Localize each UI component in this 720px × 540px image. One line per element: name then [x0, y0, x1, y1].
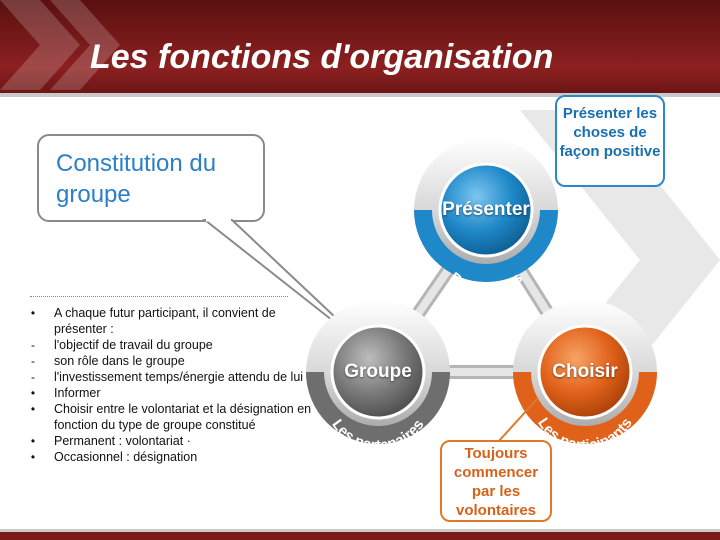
list-item-text: A chaque futur participant, il convient … — [54, 306, 276, 336]
page-title: Les fonctions d'organisation — [90, 38, 554, 76]
orange-note-pointer — [497, 397, 539, 443]
header-band — [0, 0, 720, 96]
note-box-orange — [440, 440, 552, 522]
bullet-list: • A chaque futur participant, il convient… — [22, 305, 312, 465]
dotted-divider — [30, 296, 288, 297]
list-item: • Choisir entre le volontariat et la dési… — [22, 401, 312, 433]
list-item: • Occasionnel : désignation — [22, 449, 312, 465]
list-item-text: Occasionnel : désignation — [54, 450, 198, 464]
header-chevron-decoration — [0, 0, 120, 90]
triangle-connectors — [371, 208, 592, 379]
note-text-blue: Présenter les choses de façon positive — [559, 105, 661, 160]
bullet-marker: • — [30, 434, 36, 448]
list-item: • A chaque futur participant, il convient… — [22, 305, 312, 337]
list-item: • Informer — [22, 385, 312, 401]
dash-marker: - — [31, 354, 35, 368]
list-item: - l'objectif de travail du groupe — [22, 337, 312, 353]
node-label-presenter: Présenter — [442, 199, 530, 220]
callout-box — [37, 134, 265, 222]
list-item-text: son rôle dans le groupe — [54, 354, 185, 368]
bullet-marker: • — [30, 386, 36, 400]
dash-marker: - — [31, 338, 35, 352]
list-item: - son rôle dans le groupe — [22, 353, 312, 369]
node-groupe — [306, 300, 450, 444]
bullet-marker: • — [30, 306, 36, 320]
note-text-orange: Toujours commencer par les volontaires — [453, 445, 539, 519]
header-divider — [0, 93, 720, 97]
callout-text: Constitution du groupe — [56, 150, 217, 208]
list-item-text: Informer — [54, 386, 101, 400]
dash-marker: - — [31, 370, 35, 384]
list-item-text: Choisir entre le volontariat et la désig… — [54, 402, 312, 432]
list-item: • Permanent : volontariat · — [22, 433, 312, 449]
list-item-text: Permanent : volontariat · — [54, 434, 191, 448]
footer-divider — [0, 529, 720, 532]
bullet-marker: • — [30, 450, 36, 464]
node-label-choisir: Choisir — [552, 361, 618, 382]
footer-band — [0, 532, 720, 540]
list-item: - l'investissement temps/énergie attendu … — [22, 369, 312, 385]
bullet-marker: • — [30, 402, 36, 416]
node-choisir — [513, 300, 657, 444]
note-box-blue — [555, 95, 665, 187]
list-item-text: l'objectif de travail du groupe — [54, 338, 213, 352]
node-label-groupe: Groupe — [344, 361, 412, 382]
node-presenter — [414, 138, 558, 282]
list-item-text: l'investissement temps/énergie attendu d… — [54, 370, 304, 384]
